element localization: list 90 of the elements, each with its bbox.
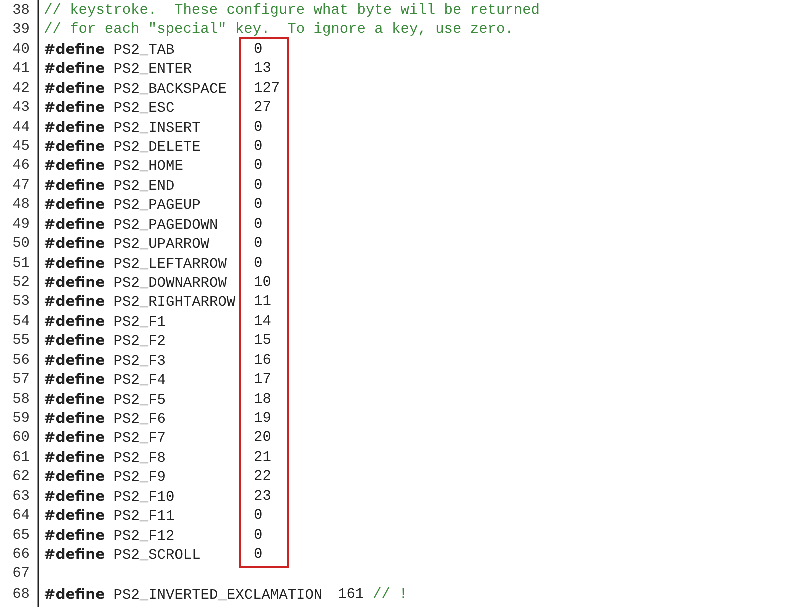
value-number: 0 xyxy=(254,546,263,564)
line-number: 40 xyxy=(12,40,30,59)
value-number: 0 xyxy=(254,40,263,59)
code-line: #define PS2_F3 xyxy=(44,352,166,371)
value-number: 21 xyxy=(254,448,272,467)
value-number: 0 xyxy=(254,526,263,545)
code-comment: // for each "special" key. To ignore a key, use zero. xyxy=(44,21,514,40)
line-number: 64 xyxy=(12,507,30,526)
line-number: 50 xyxy=(12,235,30,254)
line-number: 43 xyxy=(12,99,30,118)
code-line: #define PS2_ESC xyxy=(44,99,175,118)
code-line: #define PS2_INSERT xyxy=(44,118,201,138)
line-number: 59 xyxy=(12,410,30,428)
code-line: #define PS2_F5 xyxy=(44,390,166,410)
code-line: #define PS2_END xyxy=(44,176,175,196)
line-number: 57 xyxy=(12,371,30,390)
code-line: #define PS2_LEFTARROW xyxy=(44,254,227,274)
value-number: 22 xyxy=(254,468,272,486)
line-number: 56 xyxy=(12,352,30,370)
code-comment: // ! xyxy=(373,586,408,604)
code-line: #define PS2_ENTER xyxy=(44,60,192,80)
code-line: #define PS2_F4 xyxy=(44,371,166,390)
value-number: 0 xyxy=(254,176,263,195)
value-number: 0 xyxy=(254,138,263,156)
code-line: #define PS2_SCROLL xyxy=(44,546,201,566)
line-number: 52 xyxy=(12,274,30,292)
line-number: 39 xyxy=(12,21,30,40)
code-line: #define PS2_RIGHTARROW xyxy=(44,293,236,312)
code-line: #define PS2_F10 xyxy=(44,488,175,507)
line-number: 46 xyxy=(12,157,30,176)
code-line: #define PS2_F2 xyxy=(44,332,166,352)
code-line: #define PS2_HOME xyxy=(44,157,184,176)
value-number: 0 xyxy=(254,216,263,234)
code-line: #define PS2_UPARROW xyxy=(44,235,210,254)
line-number: 60 xyxy=(12,429,30,448)
code-line: #define PS2_DELETE xyxy=(44,138,201,157)
line-number: 66 xyxy=(12,546,30,564)
value-number: 0 xyxy=(254,157,263,176)
line-number: 54 xyxy=(12,312,30,331)
code-line: #define PS2_F8 xyxy=(44,448,166,468)
line-number: 55 xyxy=(12,332,30,350)
code-line: #define PS2_F9 xyxy=(44,468,166,488)
code-line: #define PS2_F1 xyxy=(44,312,166,332)
value-number: 19 xyxy=(254,410,272,428)
value-number: 15 xyxy=(254,332,272,350)
line-number: 53 xyxy=(12,293,30,312)
value-number: 20 xyxy=(254,429,272,448)
line-number: 61 xyxy=(12,448,30,467)
line-number: 67 xyxy=(12,565,30,584)
line-number: 51 xyxy=(12,254,30,273)
code-line: #define PS2_F12 xyxy=(44,526,175,546)
code-line: #define PS2_F6 xyxy=(44,410,166,430)
line-number: 63 xyxy=(12,488,30,506)
code-line: #define PS2_F7 xyxy=(44,429,166,448)
value-number: 16 xyxy=(254,352,272,370)
value-number: 127 xyxy=(254,80,280,98)
value-number: 27 xyxy=(254,99,272,118)
line-number: 42 xyxy=(12,80,30,98)
code-line: #define PS2_DOWNARROW xyxy=(44,274,227,294)
code-line: #define PS2_BACKSPACE xyxy=(44,80,227,99)
value-number: 17 xyxy=(254,371,272,390)
code-line: #define PS2_PAGEUP xyxy=(44,196,201,216)
code-line: #define PS2_PAGEDOWN xyxy=(44,216,218,235)
code-line: #define PS2_INVERTED_EXCLAMATION xyxy=(44,586,323,605)
line-number: 68 xyxy=(12,586,30,604)
value-number: 11 xyxy=(254,293,272,312)
code-comment: // keystroke. These configure what byte will be returned xyxy=(44,2,540,20)
value-number: 23 xyxy=(254,488,272,506)
value-number: 0 xyxy=(254,254,263,273)
value-number: 10 xyxy=(254,274,272,292)
value-number: 18 xyxy=(254,390,272,409)
line-number: 38 xyxy=(12,2,30,20)
value-number: 14 xyxy=(254,312,272,331)
line-number: 48 xyxy=(12,196,30,214)
line-number: 41 xyxy=(12,60,30,78)
value-number: 0 xyxy=(254,507,263,526)
line-number: 49 xyxy=(12,216,30,234)
line-number: 65 xyxy=(12,526,30,545)
value-number: 0 xyxy=(254,118,263,137)
value-number: 0 xyxy=(254,196,263,214)
code-line: #define PS2_F11 xyxy=(44,507,175,526)
line-number: 62 xyxy=(12,468,30,486)
value-number: 161 xyxy=(338,586,364,604)
value-number: 0 xyxy=(254,235,263,254)
line-number: 58 xyxy=(12,390,30,409)
line-number: 47 xyxy=(12,176,30,195)
line-number: 45 xyxy=(12,138,30,156)
code-line: #define PS2_TAB xyxy=(44,40,175,60)
line-number: 44 xyxy=(12,118,30,137)
value-number: 13 xyxy=(254,60,272,78)
